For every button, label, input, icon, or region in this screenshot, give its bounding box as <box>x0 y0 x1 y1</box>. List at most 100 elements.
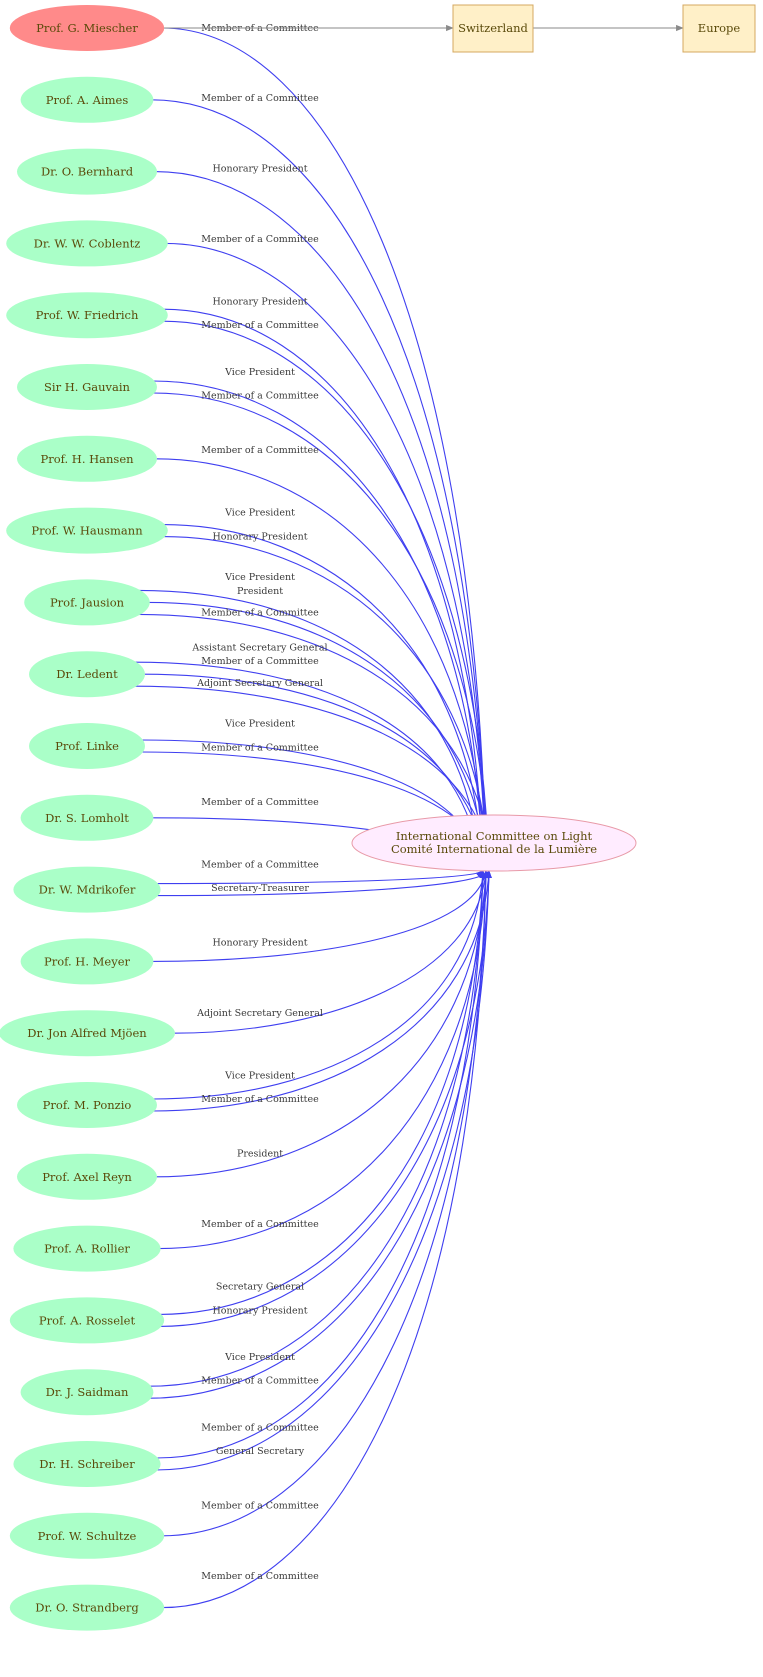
person-node[interactable]: Prof. W. Friedrich <box>6 292 168 339</box>
person-shape <box>20 938 154 985</box>
person-shape <box>9 1512 165 1559</box>
person-name: Prof. H. Meyer <box>44 954 131 968</box>
person-shape <box>24 579 150 626</box>
edge-label: Member of a Committee <box>201 234 319 245</box>
person-name: Dr. W. Mdrikofer <box>39 883 136 897</box>
edge-role <box>159 870 492 1327</box>
person-name: Dr. Jon Alfred Mjöen <box>27 1026 147 1040</box>
person-shape <box>6 220 168 267</box>
person-node[interactable]: Prof. W. Hausmann <box>6 507 168 554</box>
person-shape <box>13 1441 161 1487</box>
edge-role <box>158 870 489 1250</box>
edge-label: Honorary President <box>212 296 307 307</box>
edge-role <box>162 320 492 872</box>
region-node[interactable]: Europe <box>682 4 756 53</box>
person-name: Prof. A. Rosselet <box>39 1313 136 1327</box>
organization-name-en: International Committee on Light <box>396 829 593 843</box>
person-node[interactable]: Dr. H. Schreiber <box>13 1441 161 1487</box>
edge-label: Vice President <box>224 1070 295 1081</box>
person-node[interactable]: Dr. W. Mdrikofer <box>13 866 161 913</box>
edge-label: Vice President <box>224 367 295 378</box>
person-shape <box>13 1225 161 1272</box>
country-label: Switzerland <box>458 21 528 35</box>
person-shape <box>0 1010 175 1057</box>
person-node[interactable]: Dr. Ledent <box>29 651 145 698</box>
edge-label: Member of a Committee <box>201 1219 319 1230</box>
edge-label: Member of a Committee <box>201 1094 319 1105</box>
region-label: Europe <box>698 21 741 35</box>
edge-label: Honorary President <box>212 164 307 175</box>
edge-role <box>165 242 489 872</box>
person-name: Prof. A. Rollier <box>44 1242 130 1256</box>
person-node[interactable]: Prof. Axel Reyn <box>17 1153 157 1200</box>
person-name: Prof. W. Schultze <box>38 1529 137 1543</box>
person-name: Sir H. Gauvain <box>44 380 131 394</box>
person-name: Dr. O. Strandberg <box>35 1601 139 1615</box>
person-node[interactable]: Prof. W. Schultze <box>9 1512 165 1559</box>
person-name: Prof. A. Aimes <box>46 93 129 107</box>
edge-role <box>162 308 486 872</box>
edge-label: Member of a Committee <box>201 859 319 870</box>
edge-role <box>156 870 486 1459</box>
person-node[interactable]: Dr. O. Bernhard <box>17 148 157 195</box>
person-node[interactable]: Prof. A. Rollier <box>13 1225 161 1272</box>
person-name: Dr. O. Bernhard <box>41 165 134 179</box>
person-name: Dr. S. Lomholt <box>45 811 129 825</box>
edge-role <box>138 589 483 872</box>
edge-label: Vice President <box>224 572 295 583</box>
edge-role <box>149 870 486 1387</box>
person-shape <box>17 1082 157 1128</box>
edge-label: Secretary-Treasurer <box>211 883 309 894</box>
edge-label: Assistant Secretary General <box>191 642 327 653</box>
person-name: Prof. W. Friedrich <box>36 308 139 322</box>
edge-label: Member of a Committee <box>201 656 319 667</box>
country-node[interactable]: Switzerland <box>452 4 534 53</box>
person-node[interactable]: Prof. M. Ponzio <box>17 1082 157 1128</box>
person-node[interactable]: Prof. A. Aimes <box>20 76 154 123</box>
organization-name-fr: Comité International de la Lumière <box>391 842 597 856</box>
edge-label: Vice President <box>224 508 295 519</box>
person-node[interactable]: Prof. H. Meyer <box>20 938 154 985</box>
edge-role <box>162 870 489 1537</box>
edge-label: Member of a Committee <box>201 1501 319 1512</box>
person-shape <box>6 292 168 339</box>
person-name: Prof. M. Ponzio <box>43 1098 132 1112</box>
edge-role <box>154 870 489 1178</box>
person-node[interactable]: Sir H. Gauvain <box>17 364 157 410</box>
edges-layer <box>134 27 495 1609</box>
person-node[interactable]: Dr. S. Lomholt <box>20 794 154 841</box>
edge-role <box>156 870 484 885</box>
person-node[interactable]: Dr. O. Strandberg <box>9 1584 165 1631</box>
person-node[interactable]: Prof. Linke <box>29 723 145 769</box>
person-name: Dr. W. W. Coblentz <box>34 236 141 250</box>
edge-role <box>156 870 490 897</box>
edge-label: Adjoint Secretary General <box>196 678 323 689</box>
edge-role <box>151 99 489 872</box>
organization-node[interactable]: International Committee on Light Comité … <box>351 814 637 872</box>
person-shape <box>6 507 168 554</box>
person-node[interactable]: Dr. W. W. Coblentz <box>6 220 168 267</box>
person-node[interactable]: Prof. H. Hansen <box>17 435 157 482</box>
edge-label: President <box>237 1149 283 1160</box>
person-node[interactable]: Prof. Jausion <box>24 579 150 626</box>
person-node[interactable]: Prof. A. Rosselet <box>9 1297 165 1344</box>
person-node[interactable]: Dr. Jon Alfred Mjöen <box>0 1010 175 1057</box>
person-name: Prof. Linke <box>55 739 119 753</box>
person-node[interactable]: Dr. J. Saidman <box>20 1369 154 1416</box>
person-shape <box>9 1297 165 1344</box>
edge-label: Member of a Committee <box>201 742 319 753</box>
edge-role <box>147 601 489 872</box>
person-shape <box>17 1153 157 1200</box>
edge-label: Member of a Committee <box>201 797 319 808</box>
edge-role <box>152 870 486 1100</box>
edge-label: Member of a Committee <box>201 608 319 619</box>
person-name: Prof. H. Hansen <box>40 452 134 466</box>
edge-role <box>159 870 486 1315</box>
edge-role <box>156 870 492 1471</box>
person-node[interactable]: Prof. G. Miescher <box>9 5 165 51</box>
edge-role <box>154 171 489 872</box>
edge-label: Member of a Committee <box>201 320 319 331</box>
edge-role <box>149 870 492 1399</box>
